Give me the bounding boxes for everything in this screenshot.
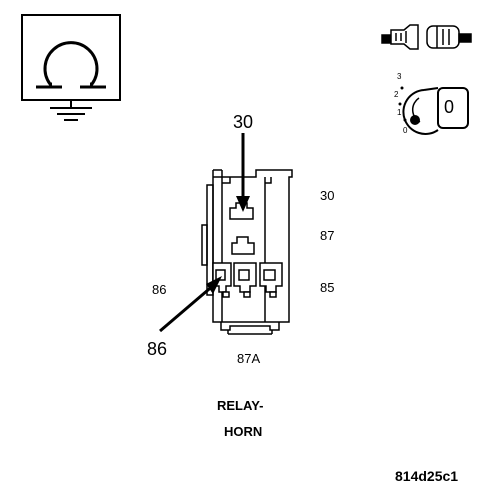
ohmmeter-ground-icon (21, 14, 121, 121)
callout-label-30: 30 (233, 112, 254, 132)
pin-label-85: 85 (320, 280, 335, 295)
figure-id: 814d25c1 (395, 468, 459, 484)
terminal-30 (229, 202, 254, 220)
callout-arrow-30 (236, 133, 250, 212)
pin-label-86: 86 (152, 282, 167, 297)
ignition-position-0: 0 (403, 126, 408, 135)
relay-title-line2: HORN (224, 424, 263, 439)
ignition-position-2: 2 (394, 90, 399, 99)
relay-title-line1: RELAY- (217, 398, 264, 413)
terminal-87a (233, 262, 257, 298)
relay-body (201, 169, 293, 335)
callout-arrow-86 (159, 276, 222, 333)
ignition-key-label: 0 (444, 97, 455, 117)
terminal-85 (259, 262, 283, 298)
pin-label-30: 30 (320, 188, 335, 203)
ignition-position-3: 3 (397, 72, 402, 81)
pin-label-87a: 87A (237, 351, 261, 366)
pin-label-87: 87 (320, 228, 335, 243)
terminal-87 (231, 236, 255, 255)
callout-label-86: 86 (147, 339, 168, 359)
ignition-key-icon (398, 86, 469, 135)
ignition-position-1: 1 (397, 108, 402, 117)
disconnect-connector-icon (381, 24, 472, 50)
